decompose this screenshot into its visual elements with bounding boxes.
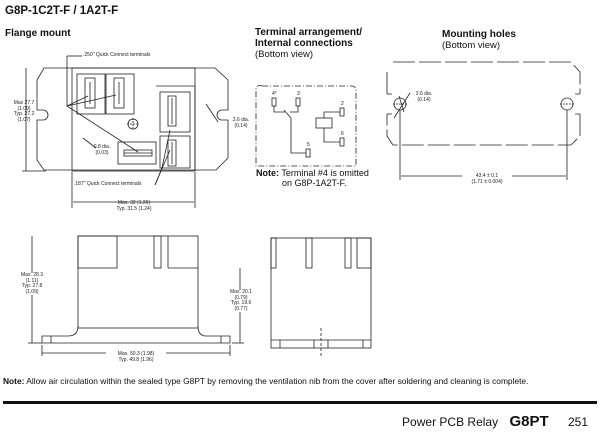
dim-line: (1.07) [17,116,31,123]
mounting-holes-drawing [386,61,581,180]
dim-line: Max. 20.1 [230,289,252,295]
terminal-5-label: 5 [307,142,310,148]
pin-diameter-dimension: 0.8 dia. (0.03) [88,144,116,156]
terminal-arrangement-title-1: Terminal arrangement/ [255,27,363,38]
footer-category: Power PCB Relay [402,415,499,429]
dim-line: (0.14) [234,122,248,129]
bottom-note-label: Note: [3,376,25,386]
terminal-arrangement-subtitle: (Bottom view) [255,49,314,60]
model-title: G8P-1C2T-F / 1A2T-F [5,5,119,17]
footer-page-number: 251 [567,415,588,429]
terminal-4-label: 4* [272,91,277,97]
dim-line: (0.79) [234,294,248,301]
flange-width-dimension: Max. 32 (1.26) Typ. 31.5 (1.24) [104,200,164,212]
terminal-note-text-1: Terminal #4 is omitted [281,168,369,178]
dim-line: (0.03) [95,149,109,156]
body-height-dimension: Max. 20.1 (0.79) Typ. 19.6 (0.77) [226,289,256,313]
dim-line: 3.6 dia. [415,91,433,97]
dim-line: (1.11) [25,277,39,284]
footer-product: G8PT [509,413,549,430]
terminal-3-label: 3 [297,91,300,97]
bottom-note-text: Allow air circulation within the sealed … [26,376,529,386]
mounting-holes-title: Mounting holes [442,29,516,40]
dim-line: Typ. 19.6 [230,300,252,307]
terminal-arrangement-title-2: Internal connections [255,38,353,49]
quick-connect-187-label: .187" Quick Connect terminals [74,181,142,187]
side-height-dimension: Max. 28.3 (1.11) Typ. 27.8 (1.09) [14,272,50,296]
flange-mount-drawing [22,55,229,208]
terminal-note-label: Note: [256,168,279,178]
dim-line: Max 27.7 [13,100,35,106]
dim-line: Typ. 31.5 (1.24) [116,205,152,212]
dim-line: 0.8 dia. [93,144,111,150]
bottom-note: Note: Allow air circulation within the s… [3,376,599,386]
dim-line: (1.09) [25,288,39,295]
dim-line: (1.09) [17,105,31,112]
flange-mount-title: Flange mount [5,28,71,39]
terminal-note: Note: Terminal #4 is omitted on G8P-1A2T… [256,168,369,188]
quick-connect-250-label: .250" Quick Connect terminals [83,52,151,58]
page-footer: Power PCB Relay G8PT 251 [402,413,588,430]
dim-line: Typ. 49.8 (1.96) [118,356,154,363]
side-width-dimension: Max. 50.3 (1.98) Typ. 49.8 (1.96) [106,351,166,364]
dim-line: (0.77) [234,305,248,312]
flange-height-dimension: Max 27.7 (1.09) Typ. 27.2 (1.07) [4,100,44,123]
mounting-span-dimension: 43.4 ± 0.1 (1.71 ± 0.004) [462,173,512,186]
flange-hole-dimension: 3.6 dia. (0.14) [226,117,256,129]
terminal-2-label: 2 [341,101,344,107]
mounting-hole-dimension: 3.6 dia. (0.14) [412,91,436,103]
dim-line: 43.4 ± 0.1 [475,173,499,179]
terminal-arrangement-drawing [255,85,357,167]
side-view-drawing [28,235,244,356]
footer-divider [3,401,597,404]
terminal-6-label: 6 [341,131,344,137]
dim-line: Max. 32 (1.26) [117,200,151,206]
end-view-drawing [270,237,372,356]
mounting-holes-subtitle: (Bottom view) [442,40,501,51]
dim-line: (0.14) [417,96,431,103]
terminal-arrangement-heading: Terminal arrangement/ Internal connectio… [255,27,362,60]
dim-line: Typ. 27.2 [13,111,35,118]
dim-line: Max. 28.3 [21,272,43,278]
dim-line: 3.6 dia. [232,117,250,123]
mounting-holes-heading: Mounting holes (Bottom view) [442,29,516,51]
dim-line: Max. 50.3 (1.98) [117,351,155,357]
dim-line: Typ. 27.8 [21,283,43,290]
dim-line: (1.71 ± 0.004) [471,178,503,185]
terminal-note-text-2: on G8P-1A2T-F. [282,178,347,188]
